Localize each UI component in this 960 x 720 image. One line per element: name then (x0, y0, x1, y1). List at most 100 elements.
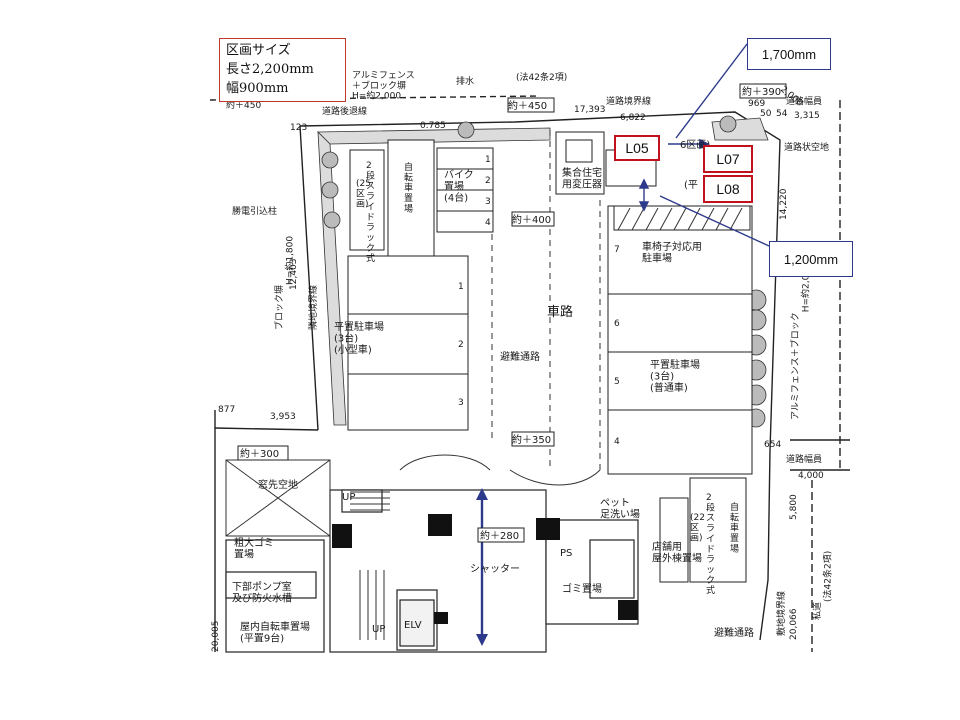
structural-columns (332, 514, 638, 624)
left-bike-rack (349, 139, 435, 257)
wheelchair-parking-label: 車椅子対応用駐車場 (642, 240, 702, 265)
shutter-label: シャッター (470, 563, 520, 575)
dim-12403: 12,403 (289, 259, 299, 291)
callout-leaders (638, 43, 770, 247)
road-lines (399, 130, 601, 486)
slot-number: 1 (485, 155, 491, 165)
left-bike-rack-label: 自転車置場 (404, 161, 413, 214)
wheelchair-hatch (613, 205, 751, 231)
dim-654: 654 (764, 440, 781, 450)
transformer-label: 集合住宅用変圧器 (562, 166, 602, 191)
left-fence-label: ブロック塀H=約1,800 (273, 236, 295, 330)
garbage-label: ゴミ置場 (562, 582, 602, 595)
private-road-label: 私道(法42条2項) (811, 551, 833, 620)
level-450-left: 約＋450 (226, 99, 261, 111)
dimension-callout-1700: 1,700mm (747, 38, 831, 70)
window-area-label: 窓先空地 (258, 478, 298, 491)
slot-number: 3 (485, 197, 491, 207)
evac-road-label: 避難通路 (500, 350, 540, 363)
dim-50: 50 (760, 109, 772, 119)
dim-123: 123 (290, 123, 307, 133)
bike-parking-block (436, 147, 494, 233)
stairs (350, 491, 390, 640)
up-label-2: UP (372, 624, 385, 635)
level-300: 約＋300 (240, 447, 279, 460)
space-label-l07: L07 (703, 145, 753, 173)
drain-label: 排水 (456, 75, 474, 87)
dim-877: 877 (218, 405, 235, 415)
space-label-l08: L08 (703, 175, 753, 203)
slot-number: 6 (614, 319, 620, 329)
level-400: 約＋400 (512, 213, 551, 226)
right-bike-rack (659, 477, 747, 583)
road-shaped-space-label: 道路状空地 (784, 141, 829, 153)
space-label-l05: L05 (614, 135, 660, 161)
right-land-boundary-label: 敷地境界線 (775, 591, 787, 636)
slot-number: 1 (458, 282, 464, 292)
legend-width: 幅900mm (226, 81, 289, 96)
dim-0785: 0.785 (420, 121, 446, 131)
dim-14220: 14,220 (779, 188, 789, 220)
indoor-bike-label: 屋内自転車置場(平置9台) (240, 620, 310, 645)
level-280: 約＋280 (480, 529, 519, 542)
evac-road-label-2: 避難通路 (714, 626, 754, 639)
left-flat-parking-label: 平置駐車場(3台)(小型車) (334, 320, 384, 356)
slot-number: 7 (614, 245, 620, 255)
elevator-label: ELV (404, 620, 422, 631)
slot-number: 5 (614, 377, 620, 387)
shop-bikes-label: 店舗用屋外棟置場 (652, 540, 702, 565)
bike-parking-label: バイク置場(4台) (444, 169, 474, 204)
dim-20066: 20,066 (789, 608, 799, 640)
slot-number: 3 (458, 398, 464, 408)
dim-20005: 20,005 (211, 621, 221, 653)
left-flat-parking (347, 255, 469, 431)
legend-length: 長さ2,200mm (226, 62, 314, 77)
left-boundary-label: 隣地境界線 (307, 285, 319, 330)
level-350: 約＋350 (512, 433, 551, 446)
dimension-callout-1200: 1,200mm (769, 241, 853, 277)
road-width-top-label: 道路幅員 (786, 95, 822, 107)
slot-number: 2 (458, 340, 464, 350)
level-390: 約＋390 (742, 85, 781, 98)
vertical-dimension-arrow (476, 488, 488, 646)
ps-label: PS (560, 548, 572, 559)
parking-size-legend: 区画サイズ 長さ2,200mm 幅900mm (219, 38, 346, 102)
dim-17393: 17,393 (574, 105, 606, 115)
road-label: 車路 (547, 304, 573, 320)
dim-3953: 3,953 (270, 412, 296, 422)
bike-side-label: 6区画) (680, 139, 710, 151)
dim-54: 54 (776, 109, 788, 119)
road-width-top-value: 3,315 (794, 111, 820, 121)
right-fence-label: アルミフェンス＋ブロックH=約2,000 (789, 263, 811, 420)
legend-title: 区画サイズ (226, 43, 291, 58)
right-parking (607, 205, 753, 475)
level-boxes (237, 83, 787, 543)
pet-wash-label: ペット足洗い場 (600, 498, 640, 521)
right-bike-rack-label: 自転車置場 (730, 501, 739, 554)
level-450: 約＋450 (508, 99, 547, 112)
utility-pole-label: 勝電引込柱 (232, 205, 277, 217)
pump-room-label: 下部ポンプ室及び防火水槽 (232, 580, 292, 605)
road-width-mid-label: 道路幅員 (786, 453, 822, 465)
up-label-1: UP (342, 492, 355, 503)
taira-label: (平 (684, 180, 698, 191)
slot-number: 2 (485, 176, 491, 186)
right-flat-parking-label: 平置駐車場(3台)(普通車) (650, 358, 700, 394)
slot-number: 4 (614, 437, 620, 447)
dim-969: 969 (748, 99, 765, 109)
dim-6822: 6,822 (620, 113, 646, 123)
road-setback-label: 道路後退線 (322, 105, 367, 117)
dim-5800: 5,800 (789, 494, 799, 520)
big-garbage-label: 粗大ゴミ置場 (234, 536, 274, 561)
road-width-mid-value: 4,000 (798, 471, 824, 481)
road-boundary-top-label: 道路境界線 (606, 95, 651, 107)
top-road-code: (法42条2項) (516, 71, 567, 83)
slot-number: 4 (485, 218, 491, 228)
